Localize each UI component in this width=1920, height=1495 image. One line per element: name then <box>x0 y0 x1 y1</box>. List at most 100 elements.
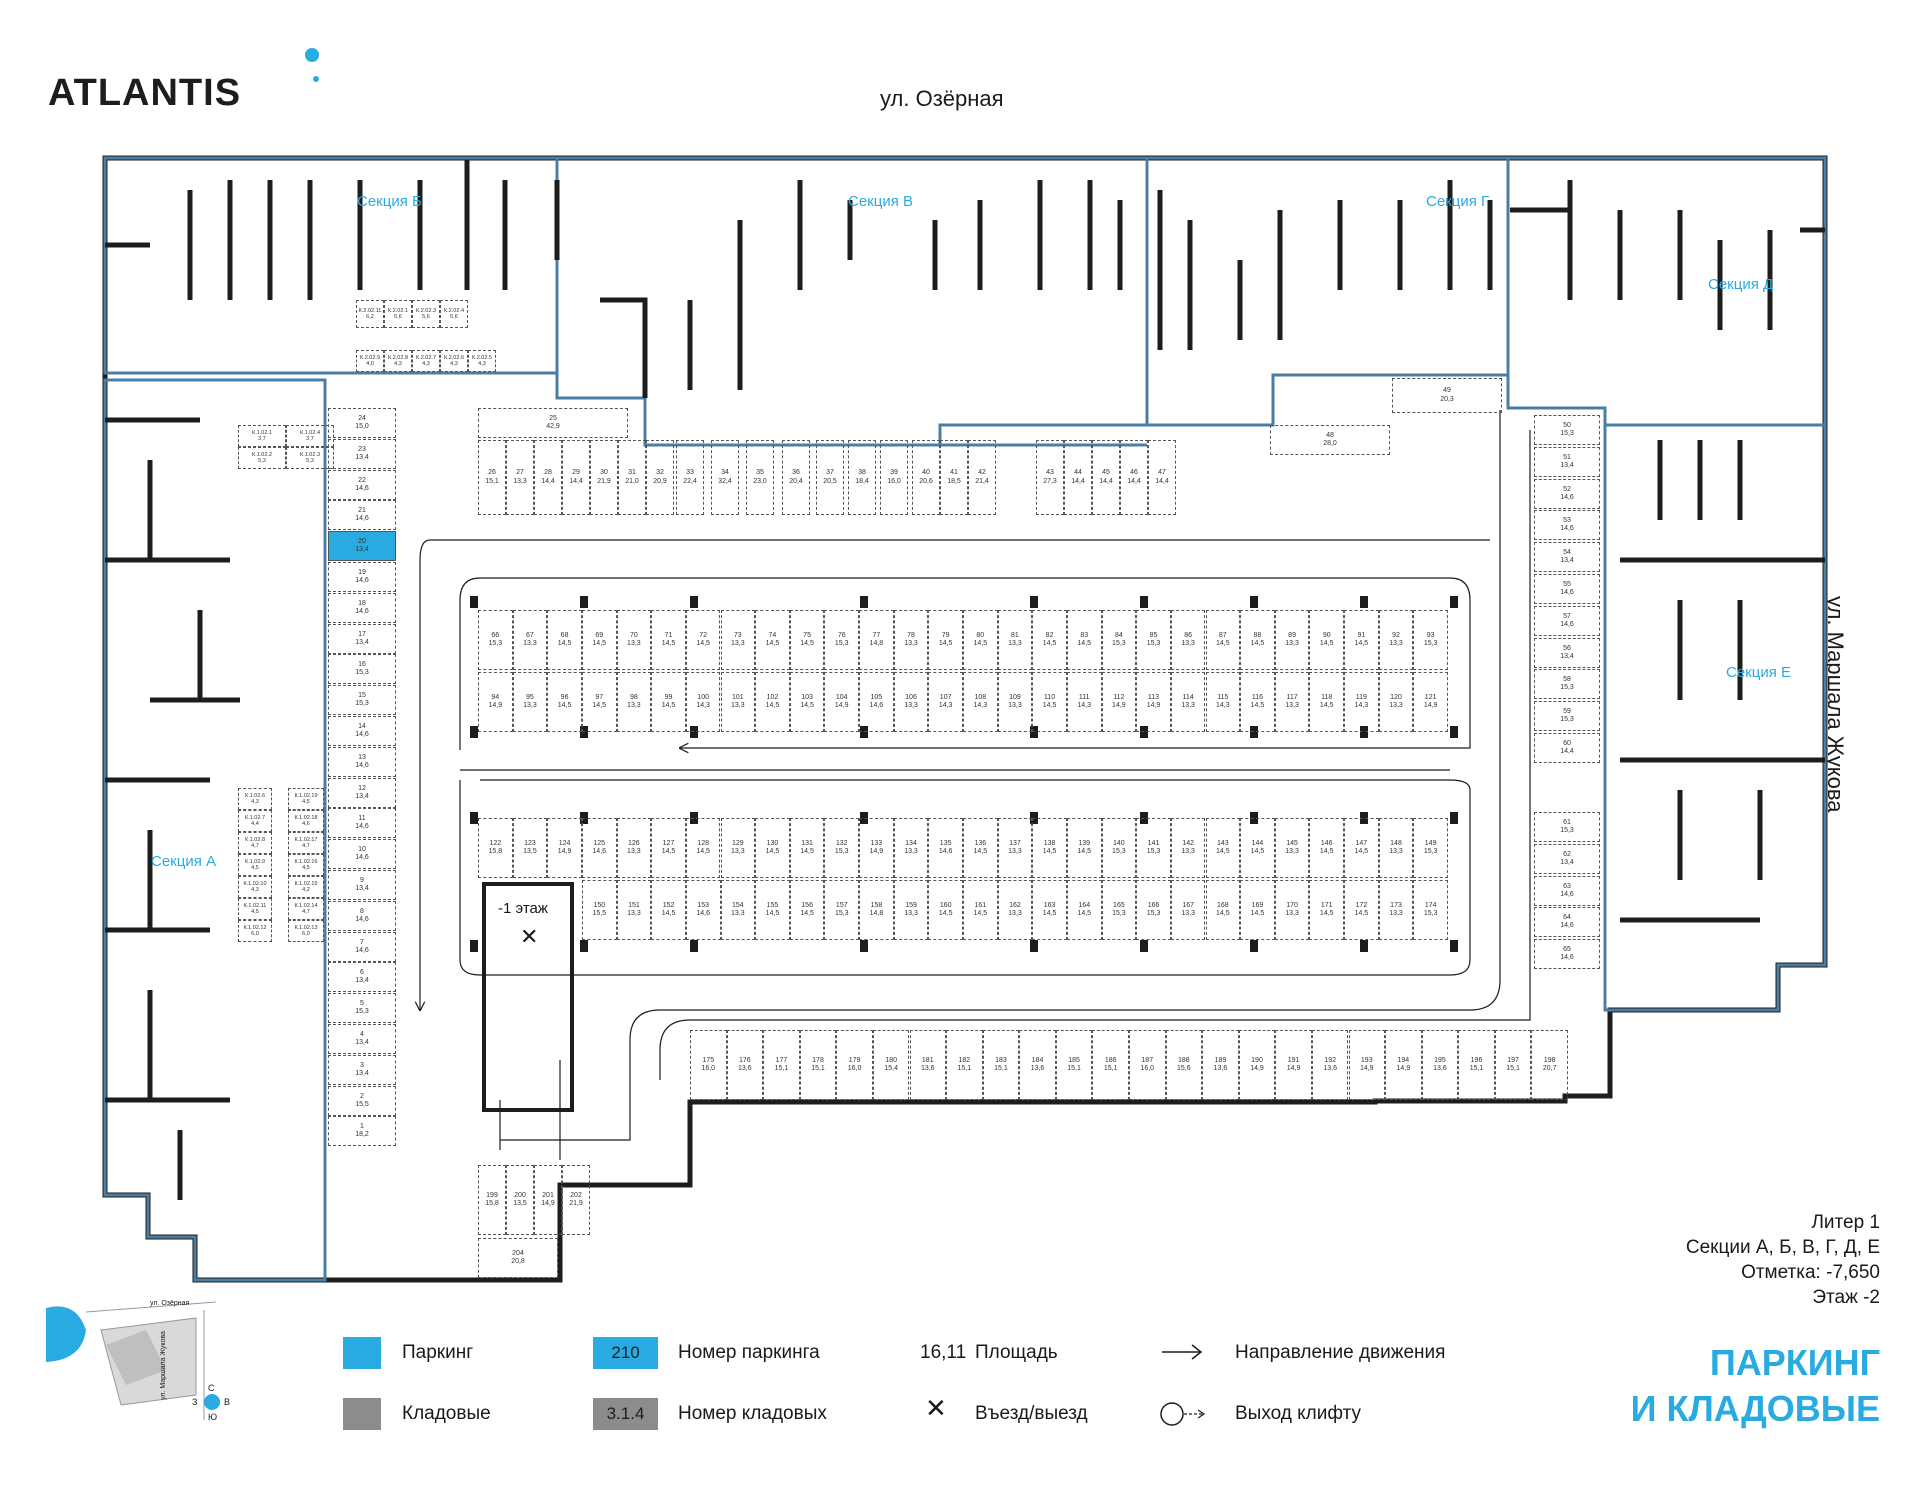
parking-slot[interactable]: 5915,3 <box>1534 701 1600 732</box>
parking-slot[interactable]: 5214,6 <box>1534 478 1600 509</box>
parking-slot[interactable]: 14115,3 <box>1136 818 1171 878</box>
parking-slot[interactable]: 814,6 <box>328 900 396 931</box>
parking-slot[interactable]: 11514,3 <box>1205 672 1241 732</box>
parking-slot[interactable]: 5514,6 <box>1534 574 1600 604</box>
parking-slot[interactable]: 15413,3 <box>720 880 756 940</box>
parking-slot[interactable]: 14314,5 <box>1205 818 1241 878</box>
parking-slot[interactable]: 1914,6 <box>328 562 396 592</box>
parking-slot[interactable]: 11114,3 <box>1066 672 1102 732</box>
parking-slot[interactable]: 613,4 <box>328 962 396 993</box>
parking-slot[interactable]: 17815,1 <box>799 1030 837 1100</box>
parking-slot[interactable]: 5113,4 <box>1534 446 1600 477</box>
storage-unit[interactable]: К.1.02.13,7 <box>238 425 286 447</box>
storage-unit[interactable]: К.1.02.84,7 <box>238 832 272 854</box>
parking-slot[interactable]: 4514,4 <box>1092 440 1120 515</box>
parking-slot[interactable]: 18815,6 <box>1165 1030 1203 1100</box>
parking-slot[interactable]: 13413,3 <box>893 818 929 878</box>
parking-slot[interactable]: 4614,4 <box>1120 440 1148 515</box>
parking-slot[interactable]: 3021,9 <box>590 440 618 515</box>
parking-slot[interactable]: 7013,3 <box>616 610 652 670</box>
storage-unit[interactable]: К.2.02.45,6 <box>440 300 468 328</box>
parking-slot[interactable]: 5815,3 <box>1534 669 1600 700</box>
parking-slot[interactable]: 7714,8 <box>859 610 894 670</box>
parking-slot[interactable]: 18413,6 <box>1019 1030 1056 1100</box>
parking-slot[interactable]: 16414,5 <box>1066 880 1102 940</box>
parking-slot[interactable]: 1814,6 <box>328 592 396 623</box>
parking-slot[interactable]: 12913,3 <box>720 818 756 878</box>
parking-slot[interactable]: 16014,5 <box>928 880 963 940</box>
parking-slot[interactable]: 6414,6 <box>1534 907 1600 938</box>
parking-slot[interactable]: 5015,3 <box>1534 415 1600 445</box>
parking-slot[interactable]: 6314,6 <box>1534 875 1600 906</box>
parking-slot[interactable]: 714,6 <box>328 931 396 962</box>
parking-slot[interactable]: 6814,5 <box>547 610 582 670</box>
parking-slot[interactable]: 4920,3 <box>1392 378 1502 413</box>
parking-slot[interactable]: 1414,6 <box>328 716 396 746</box>
storage-unit[interactable]: К.1.02.114,5 <box>238 898 272 920</box>
parking-slot[interactable]: 16914,5 <box>1240 880 1275 940</box>
parking-slot[interactable]: 3720,5 <box>816 440 844 515</box>
storage-unit[interactable]: К.1.02.25,3 <box>238 447 286 469</box>
parking-slot[interactable]: 1615,3 <box>328 654 396 685</box>
parking-slot[interactable]: 215,5 <box>328 1085 396 1116</box>
parking-slot[interactable]: 1515,3 <box>328 685 396 716</box>
storage-unit[interactable]: К.1.02.104,3 <box>238 876 272 898</box>
parking-slot[interactable]: 9014,5 <box>1309 610 1345 670</box>
parking-slot[interactable]: 8913,3 <box>1274 610 1310 670</box>
parking-slot[interactable]: 12215,8 <box>478 818 513 878</box>
parking-slot[interactable]: 1114,6 <box>328 808 396 839</box>
parking-slot[interactable]: 12814,5 <box>685 818 721 878</box>
parking-slot[interactable]: 3620,4 <box>782 440 810 515</box>
parking-slot[interactable]: 20221,9 <box>562 1165 590 1235</box>
storage-unit[interactable]: К.1.02.154,2 <box>288 876 324 898</box>
parking-slot[interactable]: 8415,3 <box>1101 610 1137 670</box>
parking-slot[interactable]: 5714,6 <box>1534 605 1600 636</box>
parking-slot[interactable]: 20114,9 <box>534 1165 562 1235</box>
parking-slot[interactable]: 19915,8 <box>478 1165 506 1235</box>
parking-slot[interactable]: 13014,5 <box>755 818 790 878</box>
parking-slot[interactable]: 2013,4 <box>328 531 396 562</box>
parking-slot[interactable]: 9414,9 <box>478 672 513 732</box>
parking-slot[interactable]: 8814,5 <box>1240 610 1275 670</box>
storage-unit[interactable]: К.2.02.35,6 <box>412 300 440 328</box>
storage-unit[interactable]: К.1.02.184,6 <box>288 810 324 832</box>
storage-unit[interactable]: К.1.02.94,5 <box>238 854 272 876</box>
parking-slot[interactable]: 18913,6 <box>1202 1030 1239 1100</box>
parking-slot[interactable]: 15015,5 <box>582 880 617 940</box>
storage-unit[interactable]: К.2.02.64,3 <box>440 350 468 372</box>
parking-slot[interactable]: 6914,5 <box>581 610 617 670</box>
parking-slot[interactable]: 8314,5 <box>1066 610 1102 670</box>
parking-slot[interactable]: 17415,3 <box>1413 880 1448 940</box>
parking-slot[interactable]: 18515,1 <box>1055 1030 1093 1100</box>
parking-slot[interactable]: 2415,0 <box>328 408 396 438</box>
storage-unit[interactable]: К.2.02.74,3 <box>412 350 440 372</box>
parking-slot[interactable]: 17313,3 <box>1378 880 1414 940</box>
parking-slot[interactable]: 14614,5 <box>1309 818 1345 878</box>
parking-slot[interactable]: 118,2 <box>328 1116 396 1147</box>
parking-slot[interactable]: 6713,3 <box>512 610 548 670</box>
storage-unit[interactable]: К.1.02.136,0 <box>288 920 324 942</box>
parking-slot[interactable]: 17916,0 <box>836 1030 873 1100</box>
parking-slot[interactable]: 8515,3 <box>1136 610 1171 670</box>
parking-slot[interactable]: 18113,6 <box>909 1030 946 1100</box>
parking-slot[interactable]: 20420,8 <box>478 1238 558 1278</box>
parking-slot[interactable]: 9114,5 <box>1344 610 1379 670</box>
parking-slot[interactable]: 3523,0 <box>746 440 774 515</box>
parking-slot[interactable]: 7514,5 <box>789 610 825 670</box>
parking-slot[interactable]: 6115,3 <box>1534 812 1600 842</box>
parking-slot[interactable]: 1014,6 <box>328 839 396 870</box>
parking-slot[interactable]: 13914,5 <box>1066 818 1102 878</box>
parking-slot[interactable]: 13713,3 <box>997 818 1033 878</box>
storage-unit[interactable]: К.1.02.144,7 <box>288 898 324 920</box>
parking-slot[interactable]: 6514,6 <box>1534 939 1600 970</box>
parking-slot[interactable]: 15913,3 <box>893 880 929 940</box>
parking-slot[interactable]: 7214,5 <box>685 610 721 670</box>
parking-slot[interactable]: 13614,5 <box>963 818 998 878</box>
parking-slot[interactable]: 4020,6 <box>912 440 940 515</box>
storage-unit[interactable]: К.1.02.43,7 <box>286 425 334 447</box>
parking-slot[interactable]: 4221,4 <box>968 440 996 515</box>
parking-slot[interactable]: 19114,9 <box>1275 1030 1312 1100</box>
storage-unit[interactable]: К.2.02.94,0 <box>356 350 384 372</box>
parking-slot[interactable]: 19820,7 <box>1531 1030 1568 1100</box>
parking-slot[interactable]: 11014,5 <box>1032 672 1067 732</box>
